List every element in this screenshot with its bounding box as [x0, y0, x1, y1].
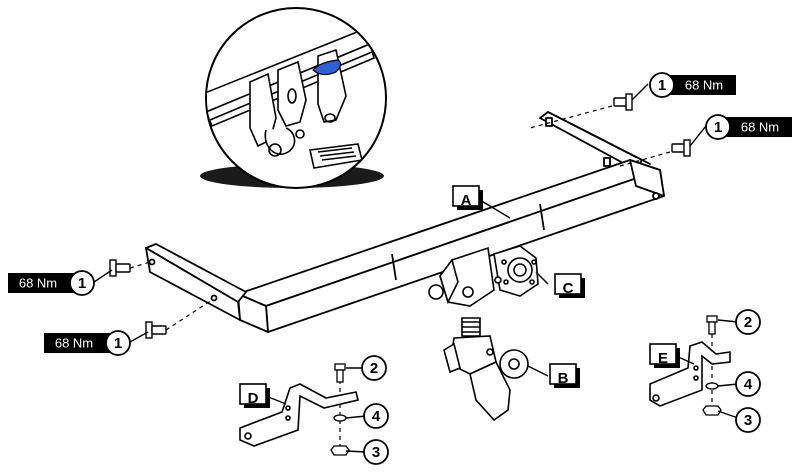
bolt-number: 1	[658, 77, 666, 94]
callout-b: B	[549, 363, 580, 388]
callout-c-label: C	[563, 280, 574, 297]
fastener-number-nut: 3	[372, 444, 380, 461]
socket-bracket	[428, 245, 539, 307]
bolt-number: 1	[78, 275, 86, 292]
torque-value: 68 Nm	[741, 119, 779, 134]
detail-inset	[200, 7, 387, 189]
fastener-number-washer: 4	[372, 408, 381, 425]
highlight-marker	[312, 59, 342, 76]
torque-value: 68 Nm	[19, 275, 57, 290]
torque-badge-top-1: 68 Nm 1	[649, 72, 736, 98]
torque-badge-top-2: 68 Nm 1	[705, 114, 792, 140]
bolt-top-right-1	[613, 93, 633, 111]
fastener-2-d: 2	[361, 355, 387, 381]
callout-a-label: A	[461, 192, 472, 209]
callout-b-label: B	[558, 370, 569, 387]
callout-e: E	[649, 343, 680, 368]
bracket-d	[239, 383, 359, 447]
fastener-3-d: 3	[363, 439, 389, 465]
bolt-number: 1	[114, 335, 122, 352]
fastener-number-nut: 3	[744, 412, 752, 429]
callout-d-label: D	[248, 390, 259, 407]
crossbar-beam	[145, 111, 665, 333]
torque-value: 68 Nm	[685, 77, 723, 92]
bolt-left-2	[145, 321, 167, 339]
bolt-left-1	[109, 259, 131, 277]
fastener-3-e: 3	[735, 407, 761, 433]
fastener-number-bolt: 2	[370, 360, 378, 377]
fastener-number-washer: 4	[744, 376, 753, 393]
fastener-4-e: 4	[735, 371, 761, 397]
callout-c: C	[554, 273, 585, 298]
callout-e-label: E	[658, 350, 668, 367]
fasteners-e	[702, 315, 722, 416]
bolt-number: 1	[714, 119, 722, 136]
torque-value: 68 Nm	[55, 335, 93, 350]
torque-badge-left-2: 68 Nm 1	[44, 330, 131, 356]
bolt-top-right-2	[671, 139, 691, 157]
bracket-e	[649, 341, 731, 407]
callout-d: D	[239, 383, 270, 408]
fastener-4-d: 4	[363, 403, 389, 429]
fastener-2-e: 2	[735, 309, 761, 335]
tow-ball-assembly	[443, 317, 529, 422]
fastener-number-bolt: 2	[744, 314, 752, 331]
torque-badge-left-1: 68 Nm 1	[8, 270, 95, 296]
callout-a: A	[452, 185, 483, 210]
fasteners-d	[330, 363, 350, 456]
bolts	[109, 93, 691, 339]
